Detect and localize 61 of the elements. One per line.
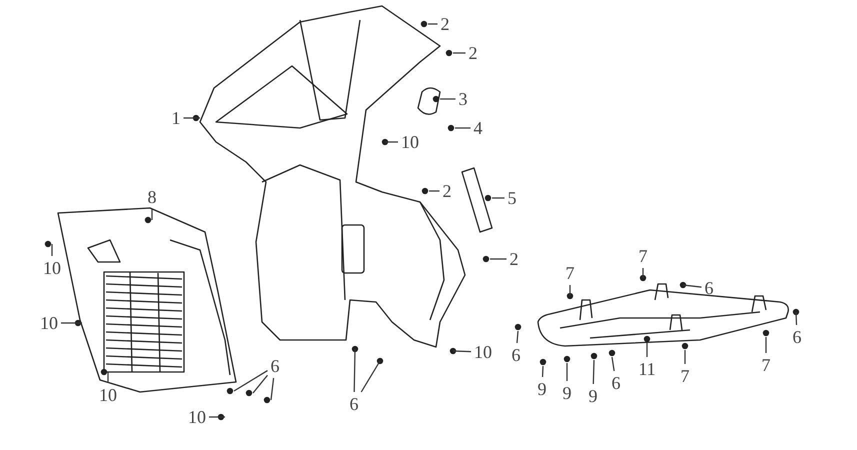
leader-line xyxy=(646,343,648,357)
leader-line xyxy=(455,127,470,129)
callout-number: 6 xyxy=(348,394,360,414)
callout-number: 4 xyxy=(472,118,484,138)
leader-line xyxy=(107,372,109,383)
leader-line xyxy=(429,190,440,192)
leader-line xyxy=(592,360,595,384)
leader-line xyxy=(682,284,702,288)
leader-line xyxy=(566,363,568,381)
callout-number: 7 xyxy=(680,366,690,386)
leader-line xyxy=(428,23,438,25)
callout-number: 2 xyxy=(508,249,520,269)
callout-number: 7 xyxy=(760,355,772,375)
leader-line xyxy=(542,366,544,378)
leader-line xyxy=(252,374,268,394)
leader-line xyxy=(516,330,519,344)
leader-line xyxy=(642,268,644,278)
callout-number: 7 xyxy=(564,263,576,283)
callout-number: 10 xyxy=(187,407,207,427)
leader-line xyxy=(492,197,504,199)
callout-number: 1 xyxy=(170,108,182,128)
callout-number: 10 xyxy=(42,258,62,278)
callout-number: 10 xyxy=(39,313,59,333)
leader-line xyxy=(51,244,53,256)
leader-line xyxy=(440,98,456,100)
callout-number: 11 xyxy=(637,359,657,379)
leader-line xyxy=(234,370,268,392)
callout-number: 9 xyxy=(562,383,572,403)
callout-number: 2 xyxy=(440,14,450,34)
leader-line xyxy=(611,356,615,372)
leader-line xyxy=(795,312,798,326)
callout-number: 7 xyxy=(638,246,648,266)
leader-line xyxy=(385,141,398,143)
callout-number: 2 xyxy=(442,181,452,201)
callout-number: 5 xyxy=(506,188,518,208)
callout-number: 10 xyxy=(98,385,118,405)
callout-number: 3 xyxy=(458,89,468,109)
leader-line xyxy=(453,52,466,54)
leader-line xyxy=(765,337,767,353)
leader-line xyxy=(569,285,571,296)
callout-number: 9 xyxy=(588,386,598,406)
callout-number: 6 xyxy=(704,278,714,298)
leader-line xyxy=(61,322,82,324)
leader-line xyxy=(452,350,472,352)
leader-line xyxy=(360,360,381,392)
callout-number: 10 xyxy=(400,132,420,152)
leader-line xyxy=(151,209,153,220)
callout-number: 6 xyxy=(610,373,622,393)
callout-number: 6 xyxy=(270,356,280,376)
leader-line xyxy=(184,117,200,119)
callout-number: 8 xyxy=(146,187,158,207)
callout-number: 2 xyxy=(468,43,478,63)
leader-line xyxy=(270,378,274,400)
callout-number: 9 xyxy=(536,379,548,399)
leader-line xyxy=(209,416,225,418)
callout-number: 10 xyxy=(473,342,493,362)
callout-number: 6 xyxy=(792,327,802,347)
leader-line xyxy=(490,258,506,260)
callout-number: 6 xyxy=(510,345,522,365)
leader-line xyxy=(354,348,356,392)
leader-line xyxy=(684,350,686,364)
